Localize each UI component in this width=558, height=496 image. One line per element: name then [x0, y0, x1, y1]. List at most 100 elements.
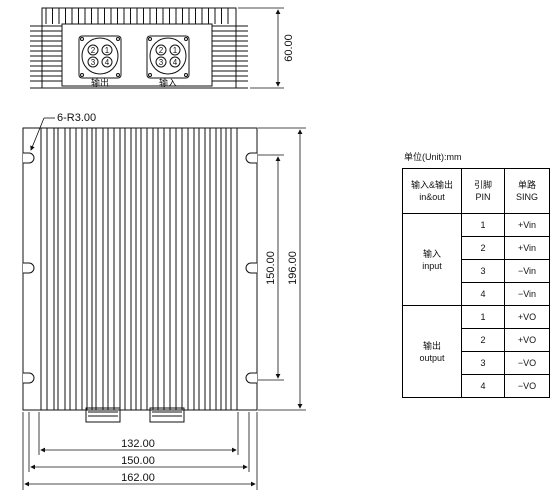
mount-hole	[80, 73, 84, 77]
dimension-150-label: 150.00	[265, 251, 277, 285]
signal-cell: −VO	[504, 351, 550, 375]
input-connector	[146, 35, 190, 79]
header-pin-cn: 引脚	[473, 180, 492, 190]
dimension-196-vertical	[258, 127, 306, 411]
mounting-slot	[245, 152, 257, 164]
pin-circle	[87, 44, 99, 56]
input-pin-4: 4	[173, 58, 178, 67]
output-pin-4: 4	[105, 58, 110, 67]
table-row: 3 −Vin	[403, 259, 550, 283]
hole-callout-label: 6-R3.00	[57, 112, 96, 124]
dimension-60-label: 60.00	[283, 34, 295, 62]
mount-hole	[148, 73, 152, 77]
pin-cell: 1	[461, 213, 505, 237]
mount-hole	[80, 37, 84, 41]
group-output-en: output	[419, 352, 445, 363]
heatsink-fins	[40, 128, 238, 410]
pin-cell: 4	[461, 282, 505, 306]
pin-circle	[155, 56, 167, 68]
input-pin-1: 1	[173, 46, 178, 55]
header-sing-cn: 单路	[517, 180, 536, 190]
header-pin: 引脚 PIN	[461, 168, 505, 214]
pin-cell: 3	[461, 259, 505, 283]
input-pin-3: 3	[159, 58, 164, 67]
group-output-cn: 输出	[422, 340, 441, 351]
left-side-fins	[30, 25, 62, 82]
output-pin-2: 2	[91, 46, 96, 55]
header-in-out-cn: 输入&输出	[410, 180, 453, 190]
dimension-162-horizontal	[22, 412, 258, 490]
signal-cell: +Vin	[504, 213, 550, 237]
input-connector-label: 输入	[159, 77, 177, 88]
pin-circle	[155, 44, 167, 56]
output-connector	[78, 35, 122, 79]
dimension-150-vertical	[258, 154, 284, 381]
dimension-162-label: 162.00	[121, 472, 155, 484]
dimension-132-horizontal	[38, 412, 239, 455]
signal-cell: −Vin	[504, 282, 550, 306]
input-pin-2: 2	[159, 46, 164, 55]
mounting-slot	[23, 152, 35, 164]
mount-hole	[184, 37, 188, 41]
output-pin-1: 1	[105, 46, 110, 55]
connector-ring	[149, 37, 187, 75]
header-in-out-en: in&out	[419, 192, 445, 202]
mounting-slot	[245, 372, 257, 384]
group-input-en: input	[422, 260, 442, 271]
pin-circle	[87, 56, 99, 68]
connector-ring	[81, 37, 119, 75]
pin-cell: 1	[461, 305, 505, 329]
signal-cell: +VO	[504, 305, 550, 329]
unit-note: 单位(Unit):mm	[404, 152, 462, 162]
header-sing: 单路 SING	[504, 168, 550, 214]
top-fins	[45, 8, 229, 24]
mount-hole	[148, 37, 152, 41]
signal-cell: −Vin	[504, 259, 550, 283]
dimension-196-label: 196.00	[287, 251, 299, 285]
dimension-150-horizontal	[28, 412, 250, 472]
header-pin-en: PIN	[475, 192, 491, 202]
dimension-60	[238, 7, 284, 89]
mount-hole	[116, 37, 120, 41]
header-sing-en: SING	[515, 192, 538, 202]
pin-cell: 2	[461, 328, 505, 352]
mounting-slot	[245, 262, 257, 274]
pin-circle	[101, 56, 113, 68]
signal-cell: +VO	[504, 328, 550, 352]
mount-hole	[184, 73, 188, 77]
signal-cell: −VO	[504, 374, 550, 398]
table-row: 3 −VO	[403, 351, 550, 375]
signal-cell: +Vin	[504, 236, 550, 260]
pin-circle	[169, 44, 181, 56]
pin-circle	[101, 44, 113, 56]
pin-cell: 3	[461, 351, 505, 375]
top-view	[30, 7, 248, 89]
front-view	[22, 127, 258, 423]
mount-hole	[116, 73, 120, 77]
pin-circle	[169, 56, 181, 68]
dimension-150h-label: 150.00	[121, 455, 155, 467]
group-input-cn: 输入	[422, 248, 441, 259]
hole-callout-leader	[30, 117, 55, 151]
mounting-slots	[23, 152, 257, 384]
table-row: 4 −Vin	[403, 282, 550, 306]
mounting-slot	[23, 262, 35, 274]
right-side-fins	[212, 25, 248, 82]
output-pin-3: 3	[91, 58, 96, 67]
pin-cell: 4	[461, 374, 505, 398]
bottom-connector-right	[149, 407, 185, 423]
pin-cell: 2	[461, 236, 505, 260]
output-connector-label: 输出	[91, 77, 109, 88]
bottom-connector-left	[85, 407, 121, 423]
header-in-out: 输入&输出 in&out	[402, 168, 462, 214]
table-row: 4 −VO	[403, 374, 550, 398]
pin-table-header: 输入&输出 in&out 引脚 PIN 单路 SING	[402, 168, 550, 214]
mounting-slot	[23, 372, 35, 384]
dimension-132-label: 132.00	[121, 438, 155, 450]
